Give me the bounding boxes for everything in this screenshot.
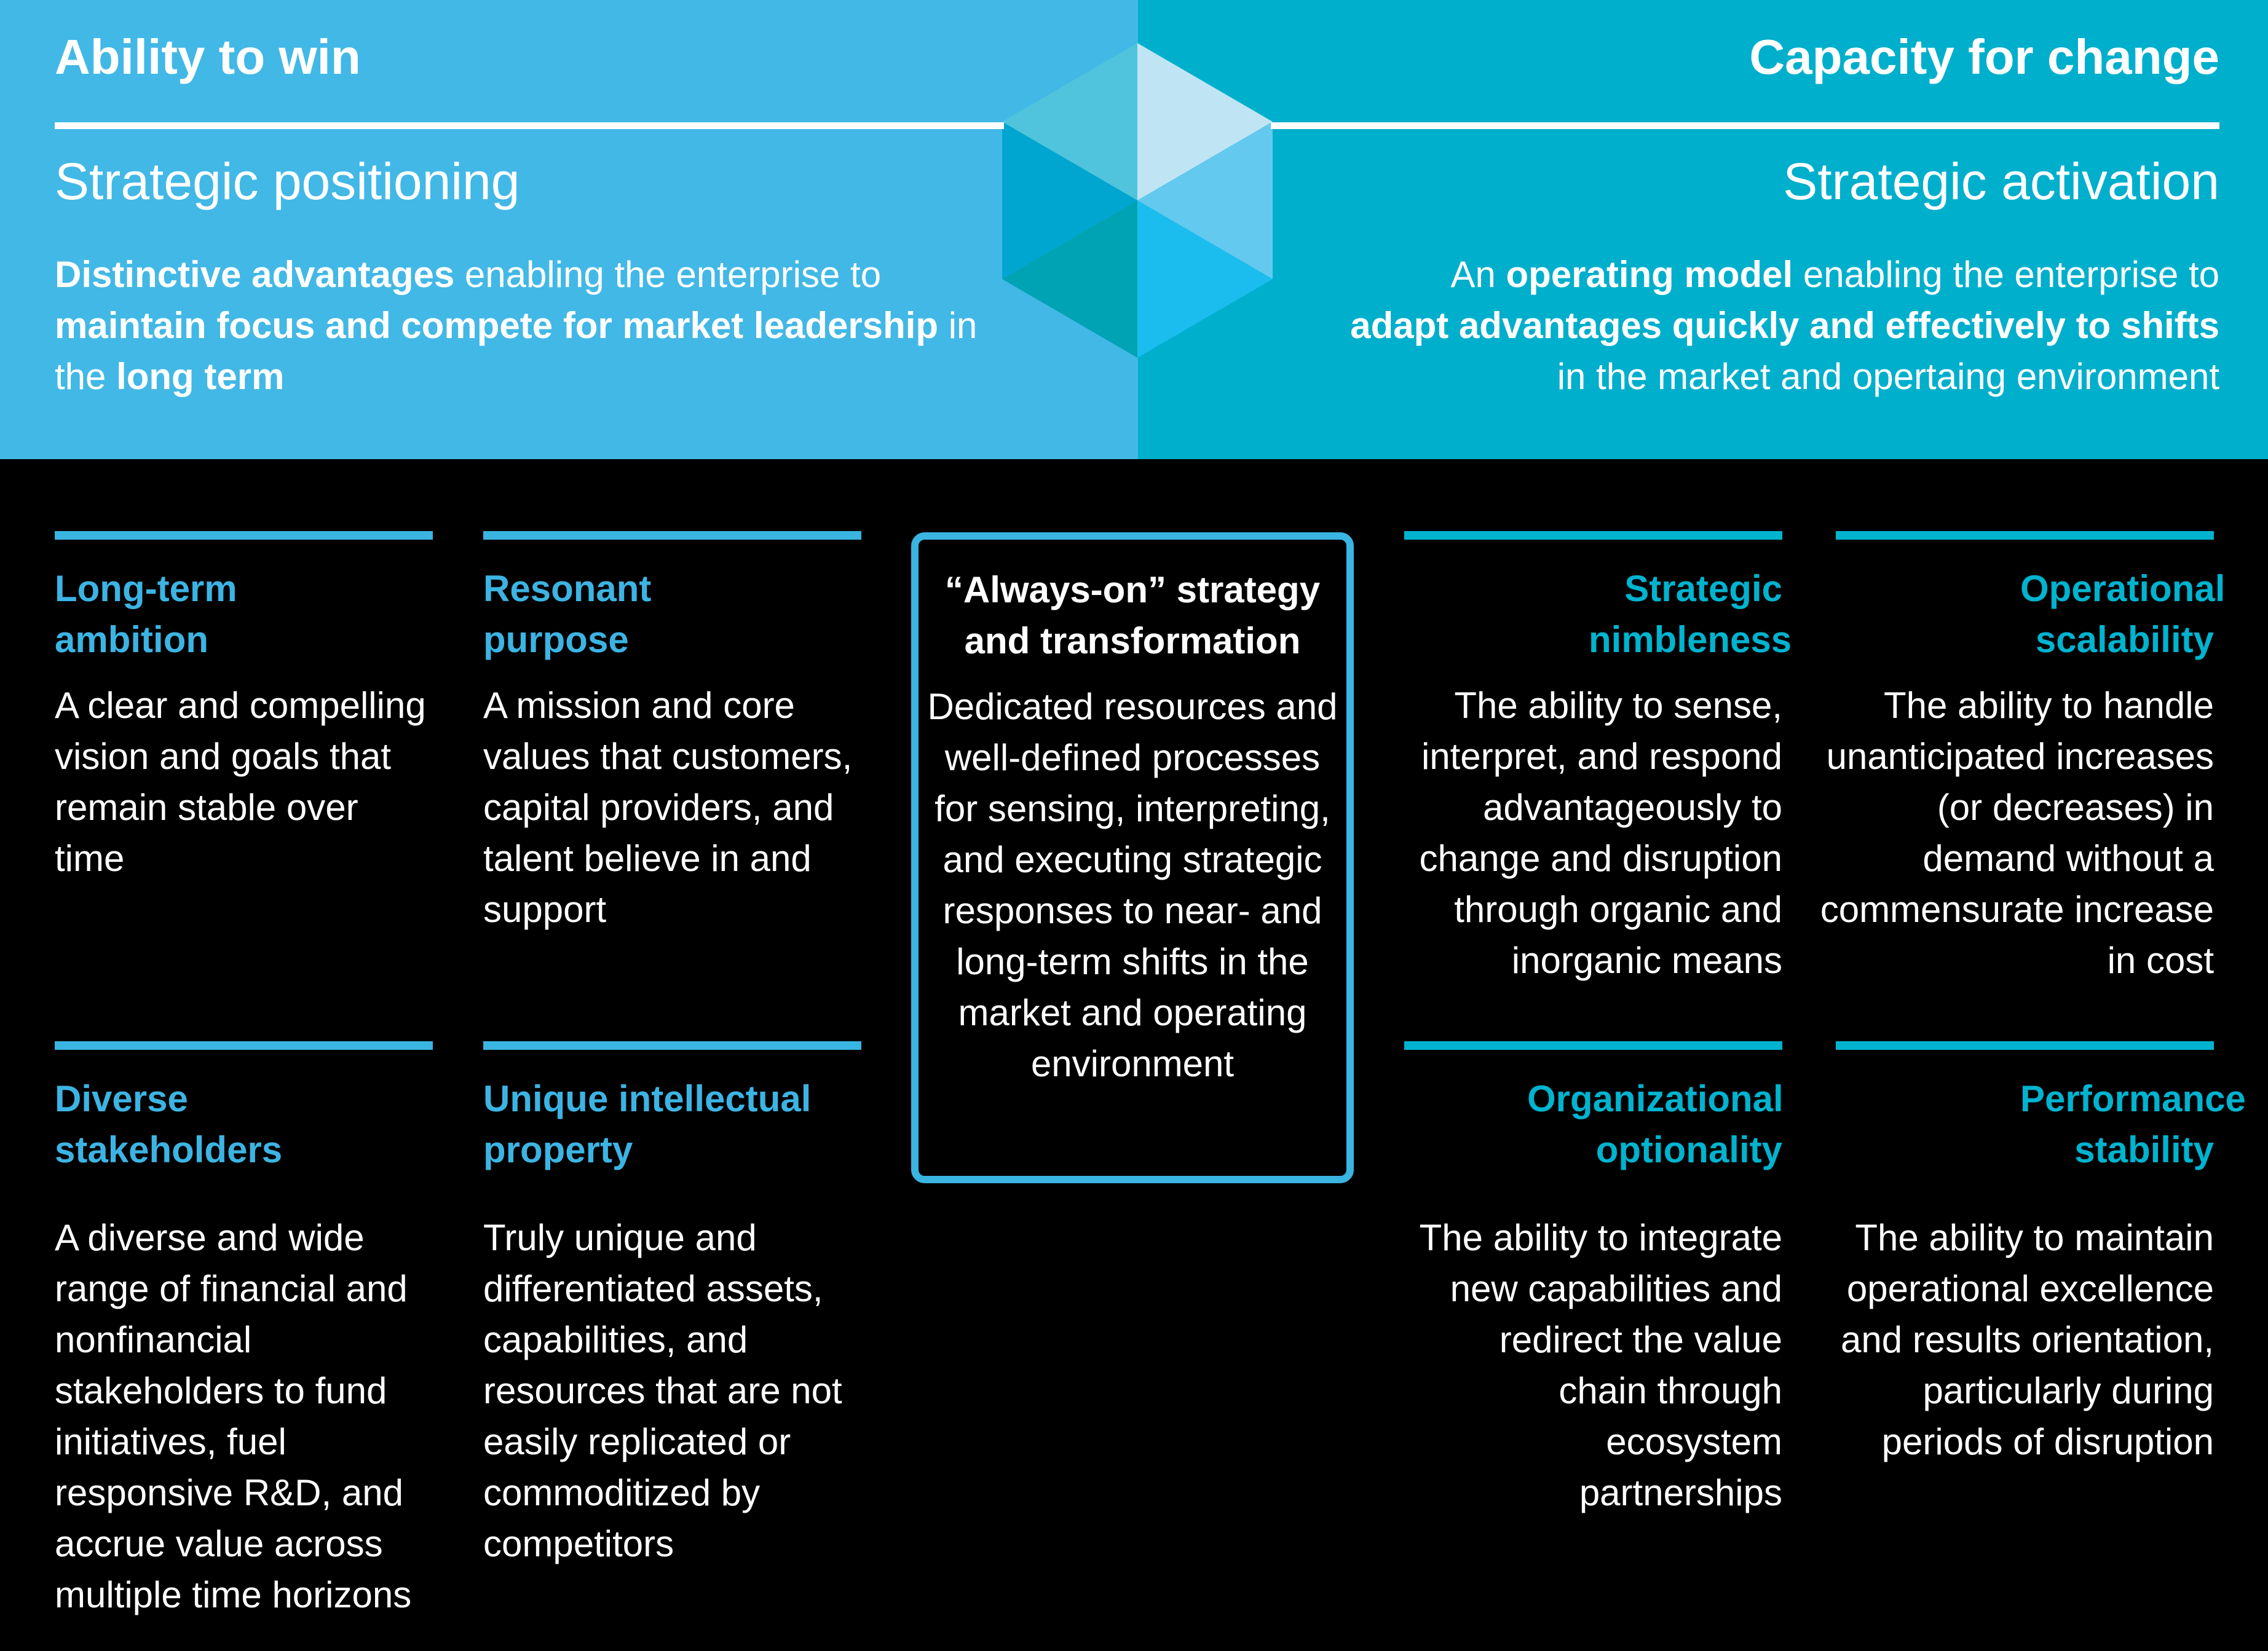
card-organizational-optionality: Organizational optionality The ability t…	[1404, 1041, 1784, 1518]
hex-face-top-left	[1002, 43, 1137, 200]
card-description: Dedicated resources and well-defined pro…	[927, 686, 1338, 1084]
card-accent-bar	[55, 531, 433, 540]
card-accent-bar	[1836, 1041, 2214, 1050]
capacity-for-change-band	[1138, 0, 2268, 459]
card-title: Operational scalability	[2020, 568, 2226, 660]
card-description: The ability to maintain operational exce…	[1840, 1217, 2214, 1462]
plain-text: in the market and opertaing environment	[1557, 356, 2219, 397]
card-description: The ability to integrate new capabilitie…	[1419, 1217, 1782, 1513]
card-unique-intellectual-property: Unique intellectual property Truly uniqu…	[483, 1041, 861, 1569]
ability-to-win-title: Ability to win	[55, 30, 361, 84]
hex-face-bottom-right	[1137, 200, 1273, 358]
card-performance-stability: Performance stability The ability to mai…	[1836, 1041, 2246, 1467]
capacity-for-change-title: Capacity for change	[1749, 30, 2219, 84]
hex-face-top-right	[1137, 43, 1273, 200]
strategic-activation-subtitle: Strategic activation	[1783, 152, 2219, 210]
hexagon-emblem	[1002, 43, 1273, 358]
card-title: Strategic nimbleness	[1589, 568, 1792, 660]
card-long-term-ambition: Long-term ambition A clear and compellin…	[55, 531, 433, 884]
ability-to-win-band	[0, 0, 1138, 459]
card-operational-scalability: Operational scalability The ability to h…	[1820, 531, 2226, 986]
emphasis-text: maintain focus and compete for market le…	[55, 305, 939, 346]
card-description: Truly unique and differentiated assets, …	[483, 1217, 842, 1564]
card-description: A diverse and wide range of financial an…	[55, 1217, 412, 1615]
card-diverse-stakeholders: Diverse stakeholders A diverse and wide …	[55, 1041, 433, 1620]
card-accent-bar	[1836, 531, 2214, 540]
card-title: Unique intellectual property	[483, 1078, 812, 1170]
emphasis-text: long term	[116, 356, 285, 397]
card-accent-bar	[1404, 1041, 1782, 1050]
right-header-rule	[1271, 122, 2219, 129]
plain-text: An	[1450, 254, 1506, 295]
card-title: Resonant purpose	[483, 568, 652, 660]
emphasis-text: Distinctive advantages	[55, 254, 455, 295]
right-header-description: An operating model enabling the enterpri…	[1346, 249, 2219, 402]
card-description: A clear and compelling vision and goals …	[55, 685, 426, 879]
card-strategic-nimbleness: Strategic nimbleness The ability to sens…	[1404, 531, 1792, 986]
card-title: Long-term ambition	[55, 568, 237, 660]
hex-face-mid-left	[1002, 122, 1137, 279]
card-title: Performance stability	[2020, 1078, 2246, 1170]
card-accent-bar	[1404, 531, 1782, 540]
card-description: The ability to handle unanticipated incr…	[1820, 685, 2214, 981]
strategic-positioning-subtitle: Strategic positioning	[55, 152, 520, 210]
card-description: The ability to sense, interpret, and res…	[1419, 685, 1782, 981]
emphasis-text: operating model	[1506, 254, 1793, 295]
left-header-rule	[55, 122, 1004, 129]
plain-text: enabling the enterprise to	[1793, 254, 2219, 295]
card-accent-bar	[55, 1041, 433, 1050]
card-title: “Always-on” strategy and transformation	[944, 569, 1321, 661]
plain-text: enabling the enterprise to	[454, 254, 882, 295]
card-description: A mission and core values that customers…	[483, 685, 853, 930]
card-title: Diverse stakeholders	[55, 1078, 283, 1170]
card-resonant-purpose: Resonant purpose A mission and core valu…	[483, 531, 861, 935]
hex-face-mid-right	[1137, 122, 1273, 279]
card-accent-bar	[483, 531, 861, 540]
plain-text: in the	[55, 305, 978, 397]
always-on-strategy-box: “Always-on” strategy and transformation …	[911, 532, 1354, 1183]
card-title: Organizational optionality	[1527, 1078, 1784, 1170]
hex-face-bottom-left	[1002, 200, 1137, 358]
left-header-description: Distinctive advantages enabling the ente…	[55, 249, 1014, 402]
emphasis-text: adapt advantages quickly and effectively…	[1350, 305, 2219, 346]
card-accent-bar	[483, 1041, 861, 1050]
